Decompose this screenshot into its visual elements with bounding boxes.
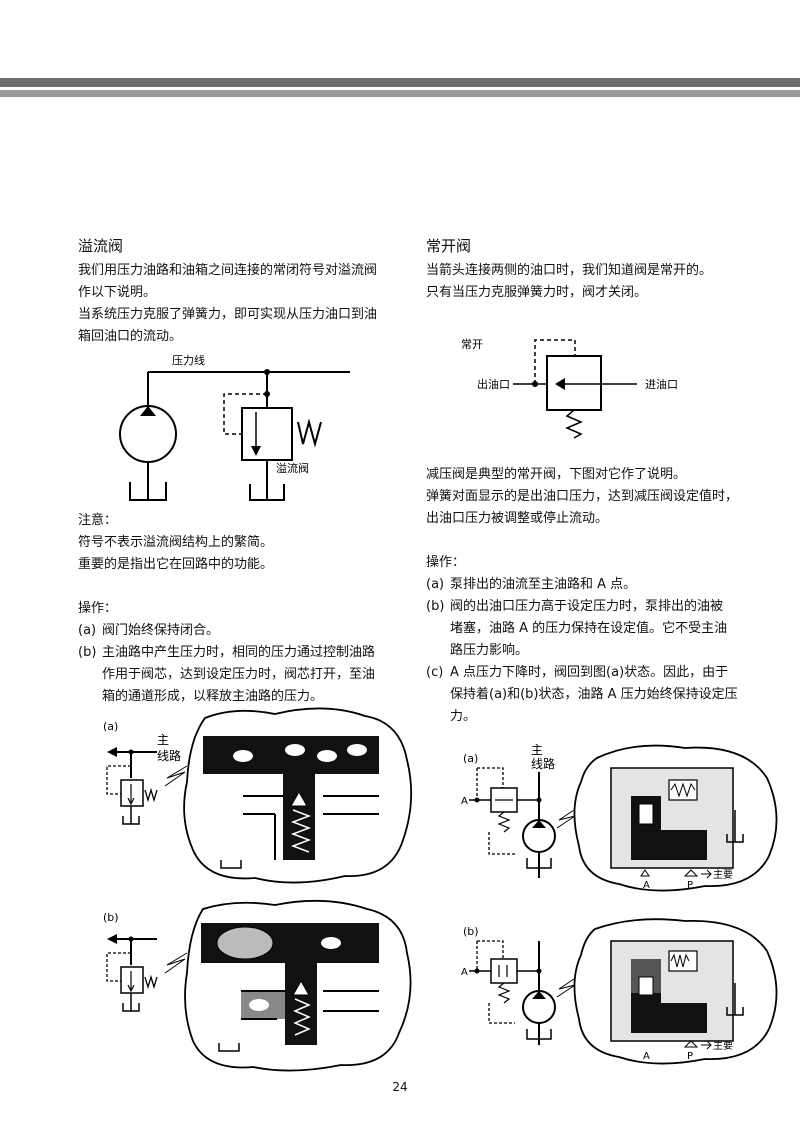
relief-valve-figure-b: (b) <box>103 899 412 1072</box>
outlet-label: 出油口 <box>477 377 510 391</box>
point-a-label: A <box>461 796 468 807</box>
note-heading: 注意： <box>78 513 118 528</box>
operation-line: 阀的出油口压力高于设定压力时，泵排出的油被 <box>450 599 724 614</box>
operation-item-label: (b) <box>426 599 445 614</box>
operation-heading: 操作： <box>426 555 466 570</box>
operation-line: 保持着(a)和(b)状态，油路 A 压力始终保持设定压 <box>450 687 738 702</box>
pressure-line-label: 压力线 <box>172 353 205 367</box>
operation-item-label: (b) <box>78 645 97 660</box>
operation-item: (b) 主油路中产生压力时，相同的压力通过控制油路 作用于阀芯，达到设定压力时，… <box>78 642 418 708</box>
note-line: 符号不表示溢流阀结构上的繁简。 <box>78 535 274 550</box>
right-notes: 减压阀是典型的常开阀，下图对它作了说明。 弹簧对面显示的是出油口压力，达到减压阀… <box>426 464 766 728</box>
page-number: 24 <box>392 1080 408 1094</box>
relief-valve-figure-a: (a) 主 线路 <box>103 707 413 884</box>
operation-line: 作用于阀芯，达到设定压力时，阀芯打开，至油 <box>102 667 376 682</box>
right-intro-line: 只有当压力克服弹簧力时，阀才关闭。 <box>426 285 648 300</box>
point-a-label: A <box>461 967 468 978</box>
operation-item: (c) A 点压力下降时，阀回到图(a)状态。因此，由于 保持着(a)和(b)状… <box>426 662 766 728</box>
left-intro-line: 我们用压力油路和油箱之间连接的常闭符号对溢流阀 <box>78 263 378 278</box>
left-notes: 注意： 符号不表示溢流阀结构上的繁简。 重要的是指出它在回路中的功能。 操作： … <box>78 510 418 708</box>
left-intro-line: 作以下说明。 <box>78 285 157 300</box>
operation-item: (a) 阀门始终保持闭合。 <box>78 620 418 642</box>
figure-tag: (b) <box>463 925 479 938</box>
relief-valve-symbol-diagram: 压力线 溢流阀 <box>119 353 350 501</box>
desc-line: 减压阀是典型的常开阀，下图对它作了说明。 <box>426 467 687 482</box>
operation-line: 主油路中产生压力时，相同的压力通过控制油路 <box>102 645 376 660</box>
normally-open-valve-title: 常开阀 <box>426 237 472 255</box>
port-p-caption: P <box>687 880 693 891</box>
operation-item-label: (a) <box>78 623 97 638</box>
port-a-caption: A <box>643 880 650 891</box>
right-column: 常开阀 当箭头连接两侧的油口时，我们知道阀是常开的。 只有当压力克服弹簧力时，阀… <box>426 236 766 304</box>
valve-box <box>546 355 602 411</box>
desc-line: 弹簧对面显示的是出油口压力，达到减压阀设定值时， <box>426 489 739 504</box>
operation-line: 路压力影响。 <box>450 643 529 658</box>
figure-tag: (b) <box>103 911 119 924</box>
operation-item-label: (a) <box>426 577 445 592</box>
operation-line: 箱的通道形成，以释放主油路的压力。 <box>102 689 324 704</box>
note-line: 重要的是指出它在回路中的功能。 <box>78 557 274 572</box>
operation-line: 泵排出的油流至主油路和 A 点。 <box>450 577 637 592</box>
figure-tag: (a) <box>463 752 478 765</box>
main-line-label: 主 <box>531 743 543 757</box>
operation-item: (b) 阀的出油口压力高于设定压力时，泵排出的油被 堵塞，油路 A 的压力保持在… <box>426 596 766 662</box>
main-caption: 主要 <box>713 869 733 881</box>
spring-symbol <box>297 418 322 448</box>
main-caption: 主要 <box>713 1040 733 1052</box>
operation-item-label: (c) <box>426 665 444 680</box>
relief-valve-box <box>241 407 293 461</box>
operation-item: (a) 泵排出的油流至主油路和 A 点。 <box>426 574 766 596</box>
header-band-light <box>0 90 800 97</box>
operation-line: 力。 <box>450 709 477 724</box>
right-intro-line: 当箭头连接两侧的油口时，我们知道阀是常开的。 <box>426 263 713 278</box>
left-intro-line: 箱回油口的流动。 <box>78 329 183 344</box>
main-line-label: 线路 <box>531 756 555 771</box>
port-p-caption: P <box>687 1051 693 1062</box>
figure-tag: (a) <box>103 720 118 733</box>
main-line-label: 主 <box>157 733 169 747</box>
reducing-valve-figure-b: (b) A A P 主要 <box>461 918 778 1065</box>
operation-line: 阀门始终保持闭合。 <box>102 623 220 638</box>
normally-open-valve-symbol-diagram: 常开 出油口 进油口 <box>461 338 678 439</box>
spring-symbol <box>565 409 583 439</box>
inlet-label: 进油口 <box>645 377 678 391</box>
relief-valve-label: 溢流阀 <box>276 461 309 475</box>
port-a-caption: A <box>643 1051 650 1062</box>
main-line-label: 线路 <box>157 748 181 763</box>
normally-open-label: 常开 <box>461 338 483 351</box>
relief-valve-title: 溢流阀 <box>78 237 124 255</box>
desc-line: 出油口压力被调整或停止流动。 <box>426 511 609 526</box>
operation-line: 堵塞，油路 A 的压力保持在设定值。它不受主油 <box>450 621 728 636</box>
reducing-valve-figure-a: (a) 主 线路 A A P 主要 <box>461 743 778 892</box>
operation-line: A 点压力下降时，阀回到图(a)状态。因此，由于 <box>450 665 729 680</box>
left-column: 溢流阀 我们用压力油路和油箱之间连接的常闭符号对溢流阀 作以下说明。 当系统压力… <box>78 236 418 348</box>
header-band-dark <box>0 78 800 87</box>
left-intro-line: 当系统压力克服了弹簧力，即可实现从压力油口到油 <box>78 307 378 322</box>
operation-heading: 操作： <box>78 601 118 616</box>
